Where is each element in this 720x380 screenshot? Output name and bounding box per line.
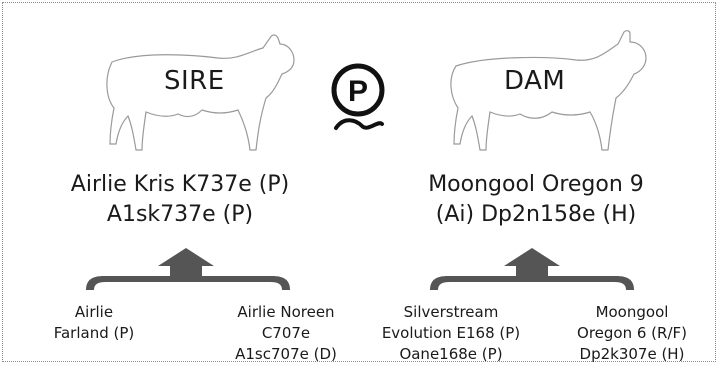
parent-line: Silverstream bbox=[403, 303, 499, 321]
sire-sire: Airlie Farland (P) bbox=[34, 302, 154, 344]
svg-text:P: P bbox=[348, 75, 368, 108]
sire-dam: Airlie Noreen C707e A1sc707e (D) bbox=[226, 302, 346, 365]
parent-line: Oane168e (P) bbox=[399, 345, 503, 363]
dam-name-line2: (Ai) Dp2n158e (H) bbox=[435, 202, 637, 227]
dam-cow-icon bbox=[450, 30, 647, 151]
parent-line: Evolution E168 (P) bbox=[381, 324, 521, 342]
sire-bracket-arrow bbox=[86, 248, 290, 290]
parent-line: C707e bbox=[261, 324, 311, 342]
dam-name: Moongool Oregon 9 (Ai) Dp2n158e (H) bbox=[386, 170, 686, 230]
sire-name: Airlie Kris K737e (P) A1sk737e (P) bbox=[30, 170, 330, 230]
parent-line: Airlie Noreen bbox=[237, 303, 335, 321]
sire-name-line2: A1sk737e (P) bbox=[106, 202, 254, 227]
parent-line: A1sc707e (D) bbox=[235, 345, 337, 363]
dam-name-line1: Moongool Oregon 9 bbox=[428, 172, 644, 197]
dam-label: DAM bbox=[504, 66, 566, 96]
parent-line: Oregon 6 (R/F) bbox=[577, 324, 687, 342]
dam-dam: Moongool Oregon 6 (R/F) Dp2k307e (H) bbox=[566, 302, 698, 365]
parent-line: Moongool bbox=[595, 303, 669, 321]
sire-cow-icon bbox=[106, 34, 295, 151]
parent-line: Farland (P) bbox=[53, 324, 135, 342]
dam-bracket-arrow bbox=[430, 248, 634, 290]
parent-line: Airlie bbox=[74, 303, 114, 321]
pedigree-frame bbox=[2, 2, 716, 362]
dam-sire: Silverstream Evolution E168 (P) Oane168e… bbox=[376, 302, 526, 365]
brand-p-icon: P bbox=[331, 63, 385, 130]
sire-name-line1: Airlie Kris K737e (P) bbox=[70, 172, 290, 197]
parent-line: Dp2k307e (H) bbox=[579, 345, 685, 363]
sire-label: SIRE bbox=[164, 66, 225, 96]
